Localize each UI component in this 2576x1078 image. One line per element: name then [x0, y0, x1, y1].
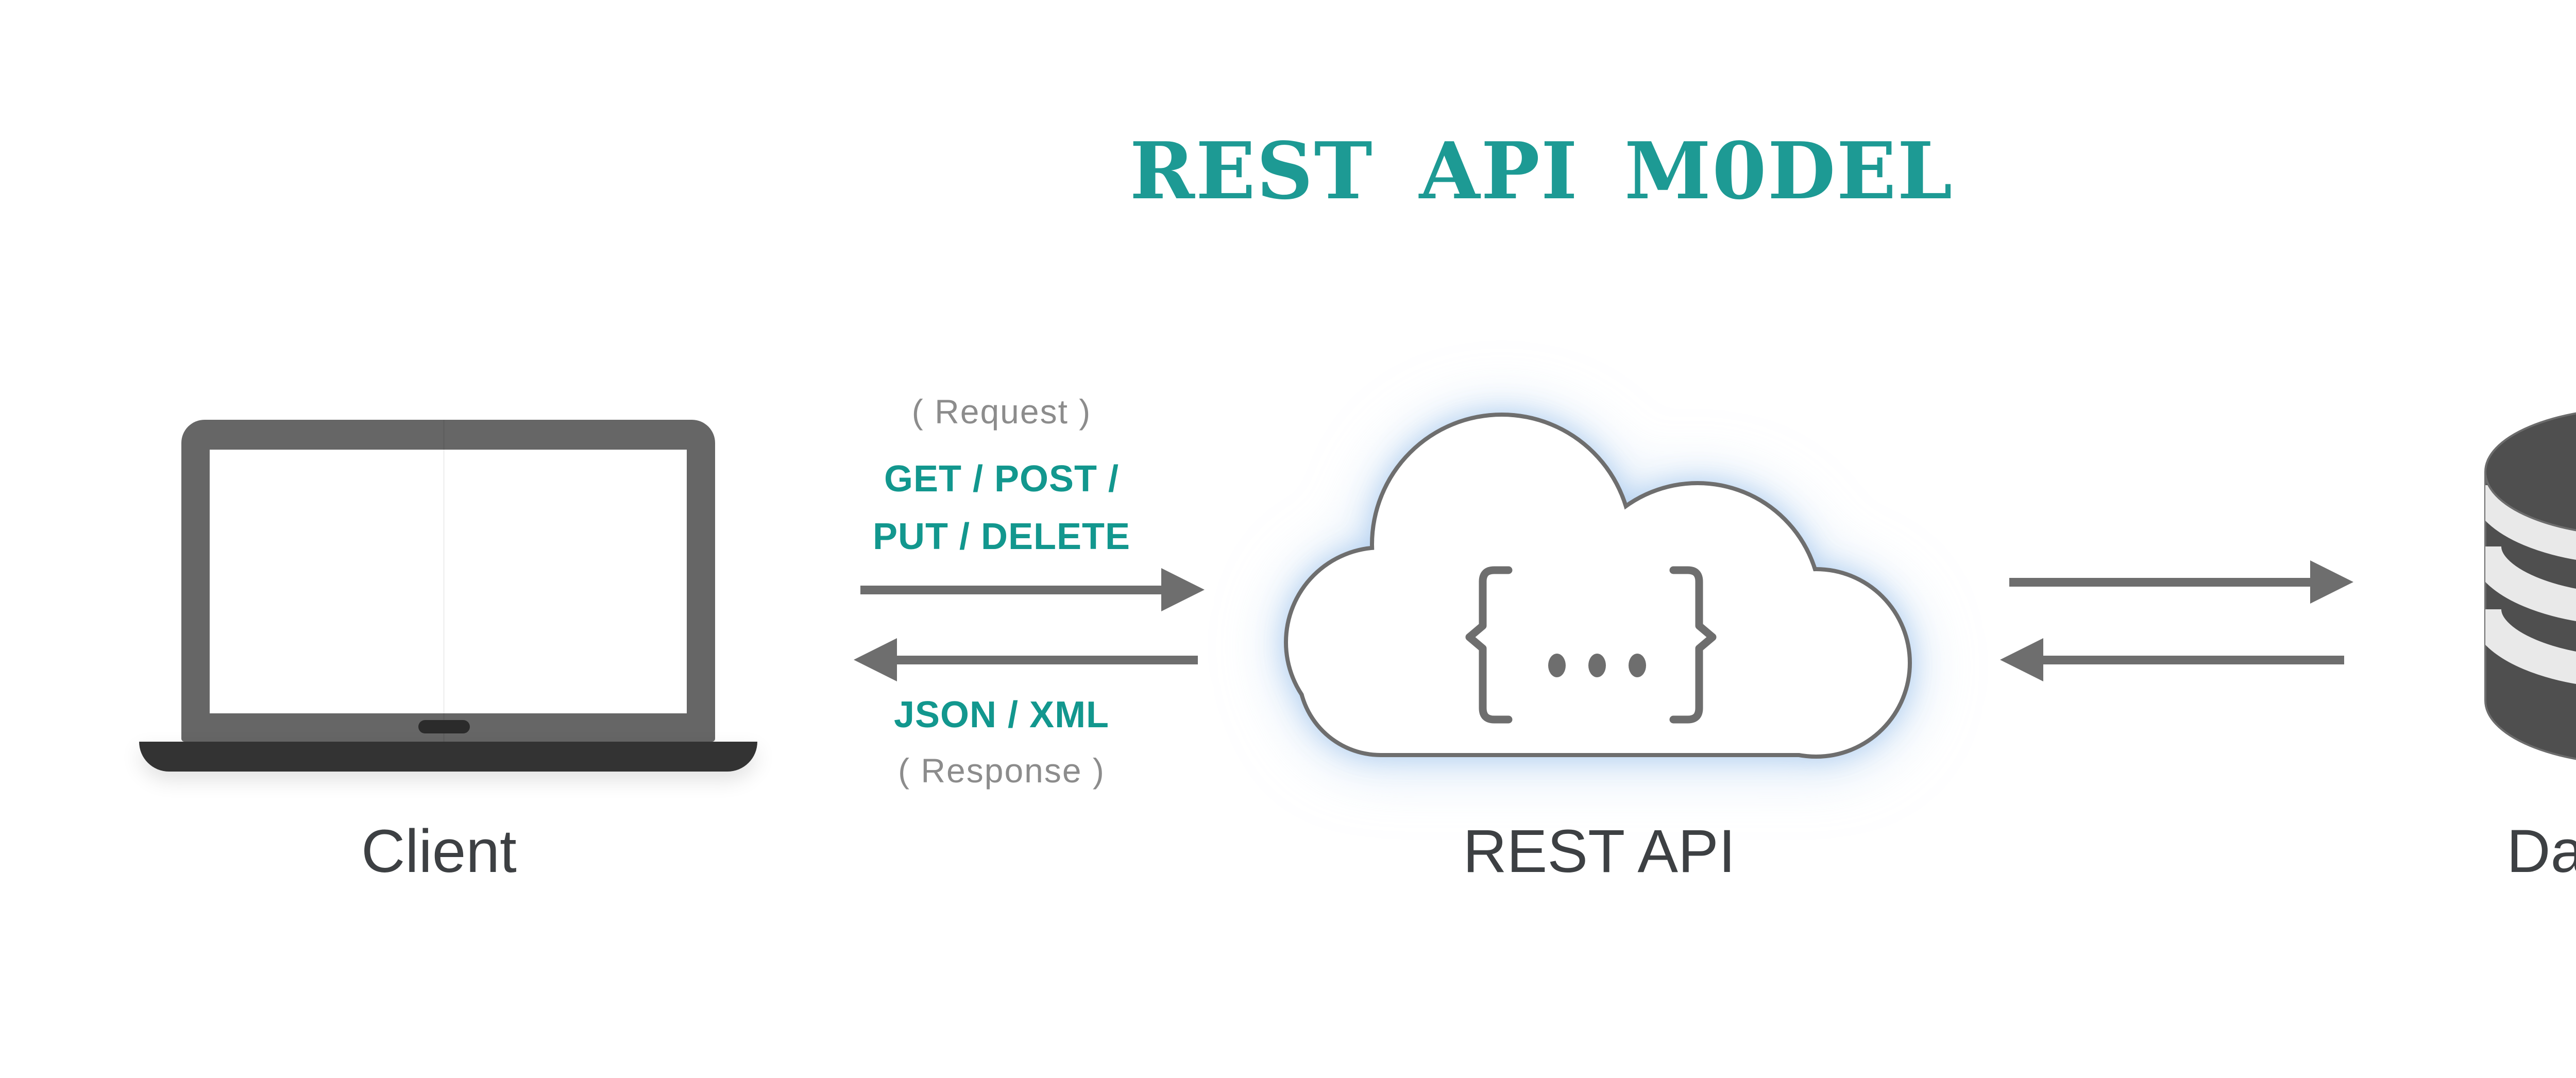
arrow-left-icon	[1999, 629, 2345, 691]
arrow-left-icon	[853, 629, 1199, 691]
arrow-right-icon	[859, 559, 1206, 621]
cloud-icon	[1283, 413, 1912, 759]
request-caption: ( Request )	[911, 392, 1092, 431]
braces-icon	[1465, 566, 1717, 724]
response-caption: ( Response )	[898, 751, 1105, 790]
request-methods-line2: PUT / DELETE	[872, 516, 1131, 557]
response-formats: JSON / XML	[893, 694, 1110, 735]
laptop-seam-line	[443, 420, 445, 742]
laptop-icon	[181, 420, 715, 742]
laptop-screen	[210, 450, 687, 713]
page-title: REST API M0DEL	[1129, 125, 1954, 217]
ellipsis-dots-icon	[1548, 654, 1646, 677]
rest-api-label: REST API	[1463, 817, 1736, 885]
laptop-base	[139, 742, 757, 772]
laptop-notch	[418, 720, 470, 733]
arrow-right-icon	[2008, 551, 2354, 613]
client-label: Client	[361, 817, 517, 885]
database-icon	[2484, 408, 2576, 767]
request-methods-line1: GET / POST /	[884, 458, 1120, 500]
database-label: Database	[2506, 817, 2576, 885]
